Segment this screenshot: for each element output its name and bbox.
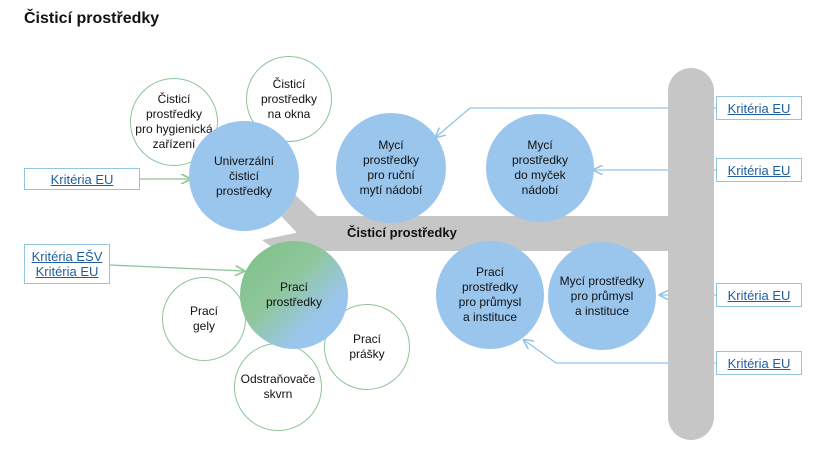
circle-hand-dishwashing: Mycí prostředky pro ruční mytí nádobí: [336, 113, 446, 223]
criteria-box-machine-dish: Kritéria EU: [716, 158, 802, 182]
circle-label: Prací gely: [189, 304, 218, 333]
criteria-link-eu[interactable]: Kritéria EU: [727, 355, 791, 371]
criteria-box-laundry: Kritéria EŠV Kritéria EU: [24, 244, 110, 284]
criteria-link-esv[interactable]: Kritéria EŠV: [31, 249, 103, 264]
criteria-link-eu[interactable]: Kritéria EU: [727, 287, 791, 303]
circle-label: Mycí prostředky pro ruční mytí nádobí: [359, 138, 423, 197]
circle-universal-cleaners: Univerzální čisticí prostředky: [189, 121, 299, 231]
criteria-box-universal: Kritéria EU: [24, 168, 140, 190]
circle-industrial-washing: Mycí prostředky pro průmysl a instituce: [548, 242, 656, 350]
circle-label: Čisticí prostředky pro hygienická zaříze…: [135, 92, 213, 151]
circle-label: Mycí prostředky pro průmysl a instituce: [559, 273, 645, 318]
circle-label: Mycí prostředky do myček nádobí: [511, 138, 569, 197]
criteria-box-hand-dish: Kritéria EU: [716, 96, 802, 120]
circle-stain-removers: Odstraňovače skvrn: [234, 343, 322, 431]
circle-label: Prací prostředky: [265, 280, 323, 309]
criteria-link-eu[interactable]: Kritéria EU: [727, 162, 791, 178]
circle-machine-dishwashing: Mycí prostředky do myček nádobí: [486, 114, 594, 222]
criteria-box-industrial-laundry: Kritéria EU: [716, 351, 802, 375]
arrow-laundry: [109, 264, 244, 271]
circle-laundry-detergents: Prací prostředky: [240, 241, 348, 349]
circle-label: Odstraňovače skvrn: [240, 372, 316, 401]
circle-label: Univerzální čisticí prostředky: [213, 153, 275, 198]
circle-hygiene-cleaners: Čisticí prostředky pro hygienická zaříze…: [130, 78, 218, 166]
criteria-link-eu[interactable]: Kritéria EU: [727, 100, 791, 116]
page-title: Čisticí prostředky: [24, 10, 160, 27]
arrow-industrial-laundry-diag: [524, 340, 557, 364]
circle-label: Prací prášky: [349, 332, 385, 361]
criteria-link-eu[interactable]: Kritéria EU: [50, 171, 114, 187]
circle-industrial-laundry: Prací prostředky pro průmysl a instituce: [436, 241, 544, 349]
circle-label: Prací prostředky pro průmysl a instituce: [458, 265, 522, 324]
criteria-link-eu[interactable]: Kritéria EU: [35, 264, 99, 279]
circle-label: Čisticí prostředky na okna: [260, 76, 318, 121]
criteria-box-industrial-wash: Kritéria EU: [716, 283, 802, 307]
trunk-label: Čisticí prostředky: [347, 225, 457, 240]
main-trunk-vertical: [668, 68, 714, 440]
circle-laundry-gels: Prací gely: [162, 277, 246, 361]
arrow-hand-dish-diag: [436, 107, 471, 137]
